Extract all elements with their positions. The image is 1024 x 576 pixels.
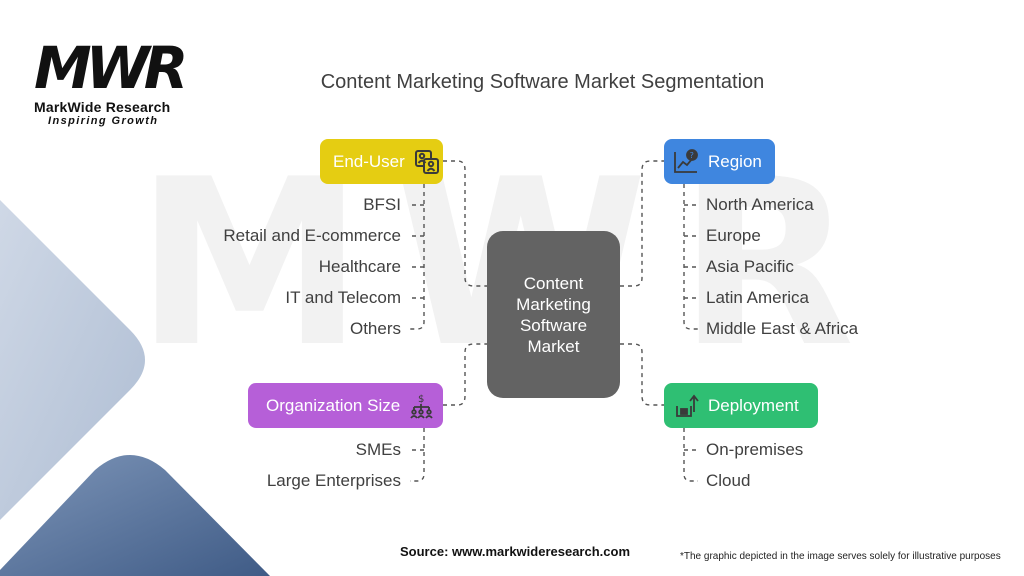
region-item: Latin America [706, 288, 809, 307]
organization-size-item: SMEs [355, 440, 401, 459]
disclaimer-note: *The graphic depicted in the image serve… [680, 551, 1001, 562]
connector-deploy [620, 343, 664, 406]
segment-organization-size-label: Organization Size [266, 395, 401, 415]
deployment-item: On-premises [706, 440, 804, 459]
box-upload-icon [672, 392, 700, 420]
region-item: Asia Pacific [706, 257, 794, 276]
logo-mark-text: MWR [34, 36, 184, 94]
connector-enduser [443, 160, 487, 287]
brand-logo: MWR MarkWide Research Inspiring Growth [34, 34, 194, 127]
end-user-item: Healthcare [318, 257, 401, 276]
segment-end-user: End-User [320, 139, 443, 184]
segment-deployment: Deployment [664, 383, 818, 428]
segment-region: ? Region [664, 139, 775, 184]
end-user-item: IT and Telecom [285, 288, 401, 307]
end-user-item: Others [349, 319, 401, 338]
region-item: Europe [706, 226, 761, 245]
bg-shape-light [0, 200, 145, 520]
region-item: North America [706, 195, 814, 214]
end-user-item: BFSI [363, 195, 401, 214]
svg-text:$: $ [418, 394, 424, 405]
ladder-org [410, 428, 425, 482]
region-item: Middle East & Africa [706, 319, 859, 338]
business-people-icon [413, 148, 441, 176]
svg-text:?: ? [690, 151, 694, 160]
chart-question-icon: ? [672, 148, 700, 176]
source-credit: Source: www.markwideresearch.com [400, 544, 631, 559]
deployment-item: Cloud [706, 471, 751, 490]
logo-name: MarkWide Research [34, 99, 171, 115]
ladder-enduser [410, 184, 425, 330]
organization-size-item: Large Enterprises [266, 471, 401, 490]
page-title: Content Marketing Software Market Segmen… [320, 71, 765, 93]
connector-region [620, 160, 664, 287]
connector-org [443, 343, 487, 406]
logo-tagline: Inspiring Growth [48, 115, 159, 127]
segment-organization-size: Organization Size $ [248, 383, 443, 428]
ladder-region [683, 184, 698, 330]
org-hierarchy-dollar-icon: $ [408, 392, 436, 420]
center-node: Content Marketing Software Market [487, 231, 620, 398]
logo-mark-icon: MWR [34, 34, 190, 102]
end-user-item: Retail and E-commerce [223, 226, 401, 245]
segment-region-label: Region [708, 151, 762, 171]
ladder-deploy [683, 428, 698, 482]
bg-shape-dark [0, 455, 270, 576]
segment-end-user-label: End-User [333, 151, 405, 171]
segment-deployment-label: Deployment [708, 395, 799, 415]
